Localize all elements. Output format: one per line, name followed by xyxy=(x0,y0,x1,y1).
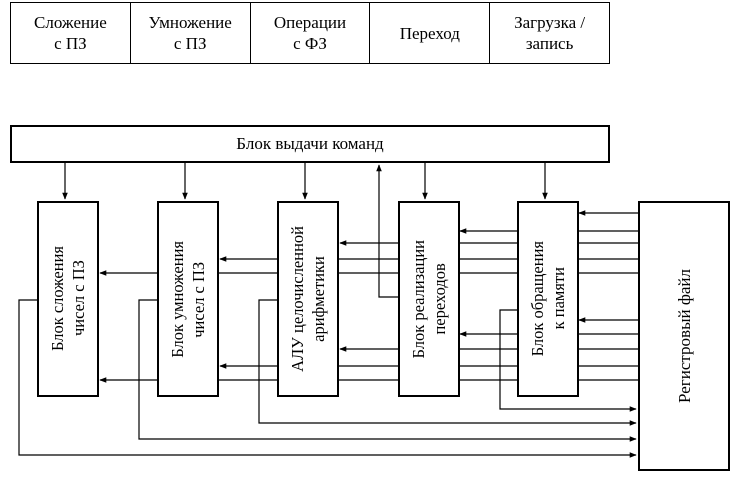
alu-block-label: АЛУ целочисленной арифметики xyxy=(288,226,328,372)
jump-block: Блок реализации переходов xyxy=(398,201,460,397)
alu-block: АЛУ целочисленной арифметики xyxy=(277,201,339,397)
op-cell-fp-mul: Умножение с ПЗ xyxy=(129,2,251,64)
memory-access-block-label: Блок обращения к памяти xyxy=(528,241,568,357)
register-file-block: Регистровый файл xyxy=(638,201,730,471)
block1-result-arrow xyxy=(18,299,637,458)
fp-mul-block-label: Блок умножения чисел с ПЗ xyxy=(168,240,208,358)
jump-block-label: Блок реализации переходов xyxy=(409,239,449,359)
fp-add-block-label: Блок сложения чисел с ПЗ xyxy=(48,246,88,352)
op-cell-fp-add: Сложение с ПЗ xyxy=(10,2,131,64)
block2-result-arrow xyxy=(138,299,637,442)
op-cell-fixed-ops: Операции с ФЗ xyxy=(249,2,371,64)
register-file-label: Регистровый файл xyxy=(674,269,694,403)
operations-table: Сложение с ПЗ Умножение с ПЗ Операции с … xyxy=(10,2,610,64)
alu-result-arrow xyxy=(258,299,637,426)
memory-access-block: Блок обращения к памяти xyxy=(517,201,579,397)
command-unit-box: Блок выдачи команд xyxy=(10,125,610,163)
jump-feedback-arrow xyxy=(376,164,398,298)
operations-row: Сложение с ПЗ Умножение с ПЗ Операции с … xyxy=(10,2,610,64)
fp-add-block: Блок сложения чисел с ПЗ xyxy=(37,201,99,397)
op-cell-load-store: Загрузка / запись xyxy=(489,2,610,64)
fp-mul-block: Блок умножения чисел с ПЗ xyxy=(157,201,219,397)
mem-result-arrow xyxy=(499,309,637,412)
command-unit-label: Блок выдачи команд xyxy=(236,134,384,153)
